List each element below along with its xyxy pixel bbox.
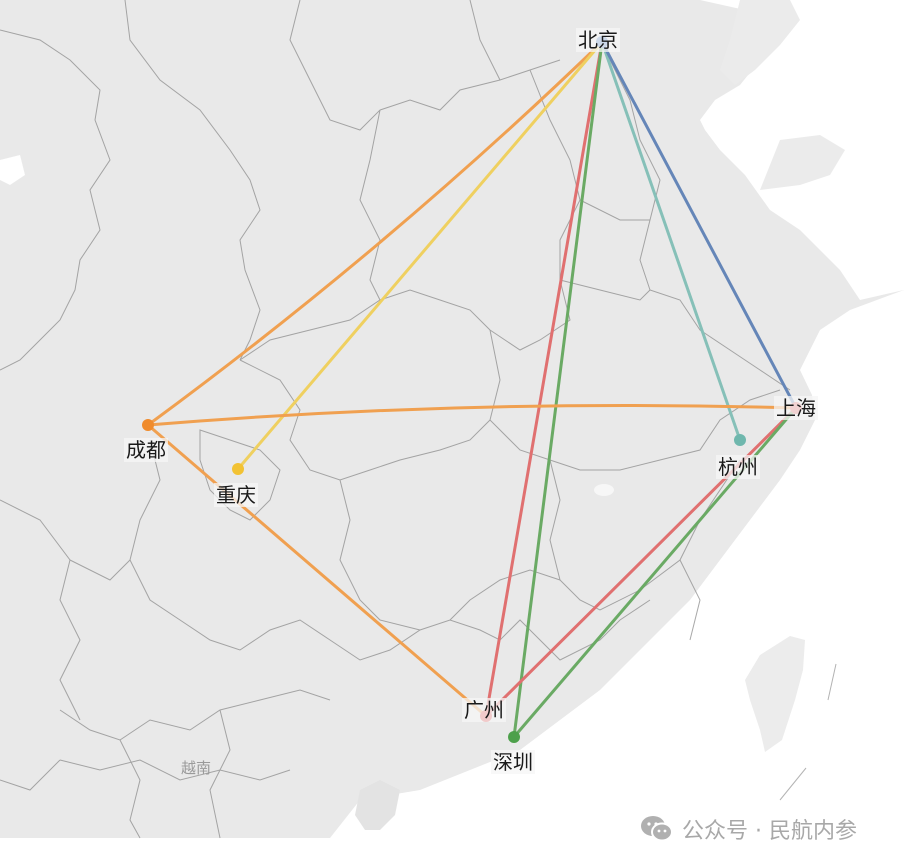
- route-beijing-shenzhen: [512, 40, 604, 739]
- wechat-icon: [640, 815, 674, 843]
- route-shanghai-shenzhen: [512, 406, 798, 739]
- city-label-chongqing: 重庆: [214, 483, 258, 507]
- city-label-chengdu: 成都: [124, 438, 168, 462]
- routes-layer: [146, 40, 798, 739]
- watermark: 公众号 · 民航内参: [640, 814, 857, 844]
- city-dot-hangzhou: [734, 434, 746, 446]
- city-label-hangzhou: 杭州: [716, 455, 760, 479]
- city-dot-chongqing: [232, 463, 244, 475]
- route-beijing-shanghai: [600, 40, 798, 410]
- route-shanghai-guangzhou: [484, 406, 798, 718]
- city-dot-chengdu: [142, 419, 154, 431]
- city-dot-shenzhen: [508, 731, 520, 743]
- city-label-guangzhou: 广州: [462, 698, 506, 722]
- watermark-text: 公众号 · 民航内参: [682, 819, 857, 844]
- province-borders: [0, 0, 837, 839]
- city-label-shanghai: 上海: [774, 396, 818, 420]
- route-beijing-hangzhou: [600, 40, 742, 442]
- country-label-vietnam: 越南: [181, 759, 212, 777]
- city-label-shenzhen: 深圳: [491, 750, 535, 774]
- route-chengdu-guangzhou: [146, 423, 488, 718]
- route-beijing-chengdu: [146, 40, 604, 427]
- city-label-beijing: 北京: [576, 28, 620, 52]
- route-chengdu-shanghai: [146, 403, 798, 427]
- route-beijing-guangzhou: [484, 40, 604, 718]
- route-beijing-chongqing: [236, 40, 604, 471]
